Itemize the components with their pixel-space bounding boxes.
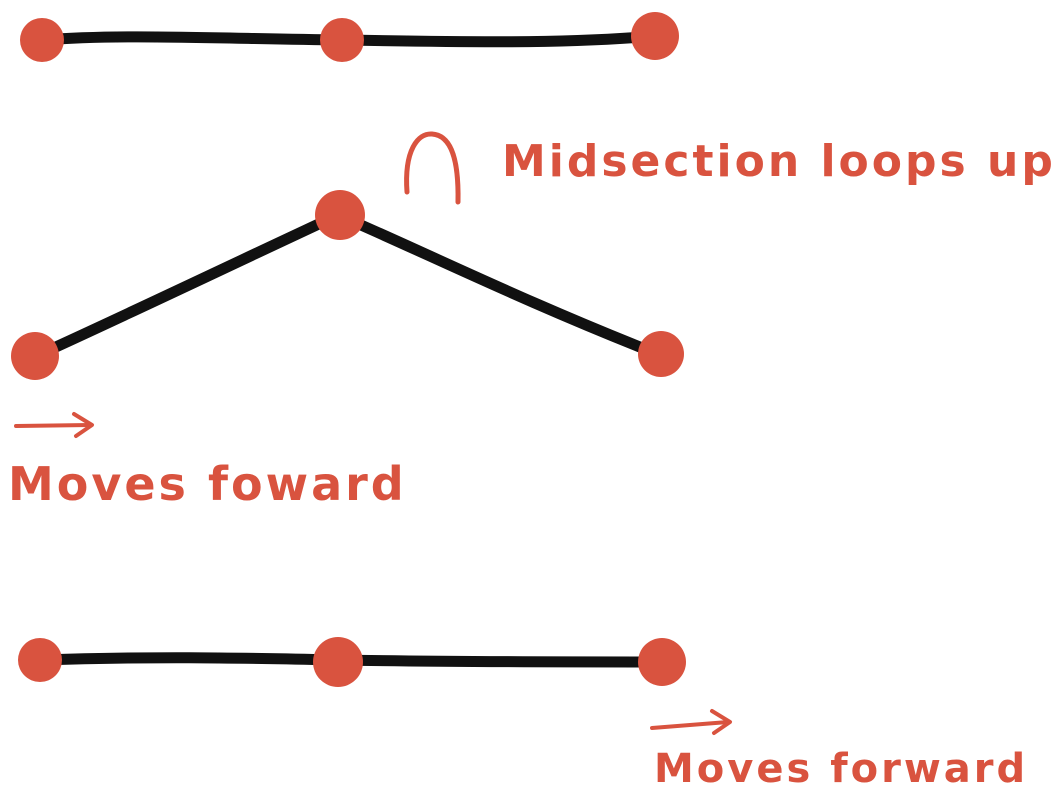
node-start-left <box>20 18 64 62</box>
arch-up-icon <box>404 131 461 205</box>
link-arched-right <box>332 209 666 361</box>
node-end-right <box>638 638 686 686</box>
node-end-left <box>18 638 62 682</box>
node-end-middle <box>313 637 363 687</box>
node-arched-right <box>638 331 684 377</box>
node-start-right <box>631 12 679 60</box>
motion-label-end: Moves forward <box>654 746 1028 792</box>
stage-end: Moves forward <box>18 637 1028 792</box>
arrow-right-icon <box>14 412 94 438</box>
motion-label-arched: Moves foward <box>8 457 407 511</box>
node-start-middle <box>320 18 364 62</box>
midsection-annotation: Midsection loops up <box>502 136 1052 187</box>
link-arched-left <box>30 209 344 362</box>
arrow-right-icon <box>650 709 732 735</box>
stage-start <box>20 12 679 62</box>
node-arched-left <box>11 332 59 380</box>
stage-arched: Midsection loops up Moves foward <box>8 131 1052 511</box>
node-arched-middle <box>315 190 365 240</box>
